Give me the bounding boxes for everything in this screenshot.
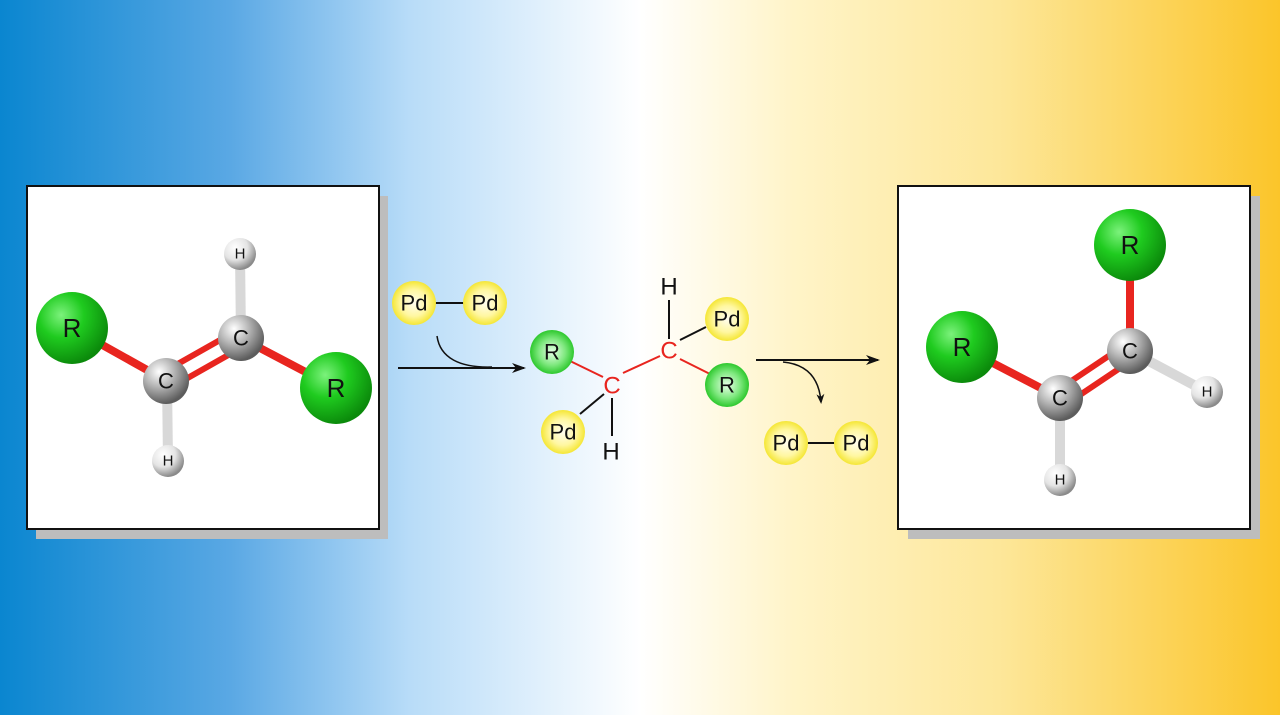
r-group-right — [300, 352, 372, 424]
pd-label-2: Pd — [472, 291, 499, 316]
int-pd-label-bottom: Pd — [550, 420, 577, 445]
released-pd-label-2: Pd — [843, 431, 870, 456]
int-r-left — [530, 330, 574, 374]
r-group-left — [36, 292, 108, 364]
int-pd-label-top: Pd — [714, 307, 741, 332]
h-label-top: H — [235, 246, 246, 263]
curved-arrow-out — [782, 361, 825, 404]
p-r-group-top — [1094, 209, 1166, 281]
p-carbon-right — [1107, 328, 1153, 374]
released-pd-atom-2 — [834, 421, 878, 465]
int-pd-bottom — [541, 410, 585, 454]
carbon-left — [143, 358, 189, 404]
int-h-label-top: H — [660, 274, 677, 301]
pd-label-1: Pd — [401, 291, 428, 316]
released-pd-atom-1 — [764, 421, 808, 465]
p-carbon-left — [1037, 375, 1083, 421]
p-h-label-bottom: H — [1055, 472, 1066, 489]
hydrogen-top — [224, 238, 256, 270]
h-label-bottom: H — [163, 453, 174, 470]
p-r-label-top: R — [1121, 230, 1140, 260]
released-pd-label-1: Pd — [773, 431, 800, 456]
c-label-right: C — [233, 326, 249, 351]
c-label-left: C — [158, 369, 174, 394]
pd-atom-2 — [463, 281, 507, 325]
p-hydrogen-bottom — [1044, 464, 1076, 496]
int-c-label-right: C — [660, 338, 677, 365]
int-r-right — [705, 363, 749, 407]
int-bond-r-c — [567, 359, 604, 378]
pd-atom-1 — [392, 281, 436, 325]
hydrogen-bottom — [152, 445, 184, 477]
p-r-group-left — [926, 311, 998, 383]
product-panel: R R C C H H — [897, 185, 1260, 539]
int-bond-c-pd-bottom — [579, 393, 605, 415]
int-h-label-bottom: H — [602, 439, 619, 466]
r-label-right: R — [327, 373, 346, 403]
int-c-label-left: C — [603, 373, 620, 400]
carbon-right — [218, 315, 264, 361]
r-label-left: R — [63, 313, 82, 343]
int-bond-c-r — [679, 358, 711, 375]
int-pd-top — [705, 297, 749, 341]
released-pd-dimer: Pd Pd — [764, 421, 878, 465]
p-h-label-right: H — [1202, 384, 1213, 401]
int-r-label-left: R — [544, 340, 560, 365]
intermediate-structure: R C C R Pd Pd H H — [530, 274, 749, 466]
int-r-label-right: R — [719, 373, 735, 398]
p-hydrogen-right — [1191, 376, 1223, 408]
p-c-label-left: C — [1052, 386, 1068, 411]
curved-arrow-in — [436, 335, 493, 368]
p-c-label-right: C — [1122, 339, 1138, 364]
int-bond-c-c — [622, 355, 661, 374]
p-r-label-left: R — [953, 332, 972, 362]
int-bond-c-pd — [679, 326, 707, 341]
reactant-panel: R R C C H H — [26, 185, 388, 539]
reagent-pd-dimer: Pd Pd — [392, 281, 507, 325]
